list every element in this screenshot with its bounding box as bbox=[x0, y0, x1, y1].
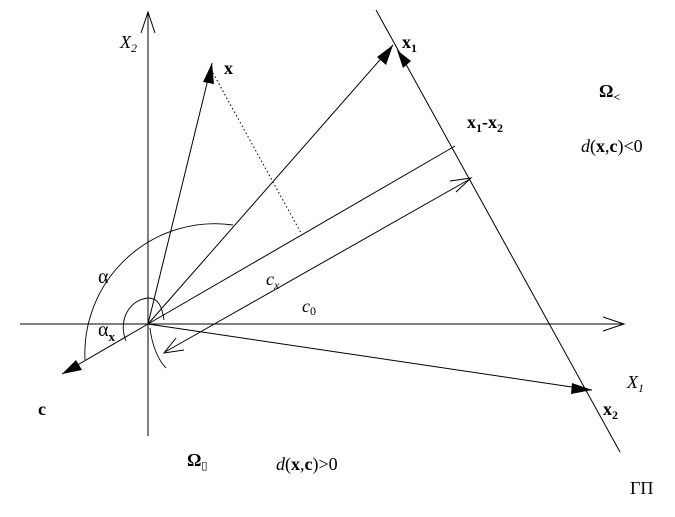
label-x1-minus-x2: x1-x2 bbox=[467, 112, 503, 135]
label-omega-gt: Ω▯ bbox=[187, 450, 207, 472]
label-omega-lt: Ω< bbox=[599, 81, 620, 104]
angle-arc-alpha-x bbox=[122, 297, 165, 342]
x1-axis-arrowhead bbox=[602, 316, 626, 332]
label-vector-x: x bbox=[224, 58, 233, 78]
c0-arrowhead-start bbox=[162, 337, 185, 354]
axis-label-x2: X2 bbox=[119, 32, 137, 55]
projection-dotted-line bbox=[212, 72, 302, 234]
vector-x2-arrowhead bbox=[571, 383, 592, 394]
vector-x bbox=[147, 62, 213, 325]
axis-label-x2-sub: 2 bbox=[131, 41, 137, 55]
label-vector-c: c bbox=[38, 399, 46, 419]
label-d-lt: d(x,c)<0 bbox=[581, 136, 643, 157]
label-vector-x2: x2 bbox=[603, 399, 618, 422]
label-c-x: cx bbox=[266, 269, 280, 292]
angle-arc-alpha bbox=[84, 223, 234, 361]
vector-x2 bbox=[147, 323, 593, 391]
label-vector-x2-sub: 2 bbox=[612, 408, 618, 422]
label-d-gt: d(x,c)>0 bbox=[276, 454, 338, 475]
hyperplane-line bbox=[375, 9, 621, 453]
hyperplane-arrowhead bbox=[397, 50, 411, 68]
c0-arrow-line bbox=[164, 178, 471, 353]
label-alpha-x: αx bbox=[98, 319, 115, 344]
vector-c-arrowhead bbox=[62, 360, 82, 374]
label-gp: ГП bbox=[630, 478, 653, 498]
axis-label-x1: X1 bbox=[626, 372, 644, 395]
label-vector-x1: x1 bbox=[402, 32, 417, 55]
axis-label-x1-sub: 1 bbox=[638, 381, 644, 395]
vector-x1 bbox=[147, 44, 394, 325]
label-vector-x1-sub: 1 bbox=[411, 41, 417, 55]
label-alpha: α bbox=[98, 266, 109, 288]
line-x1-minus-x2 bbox=[147, 145, 456, 325]
small-arc-origin bbox=[149, 327, 167, 369]
label-c-0: c0 bbox=[302, 296, 316, 318]
x2-axis-arrowhead bbox=[140, 10, 156, 34]
vector-x-arrowhead bbox=[203, 63, 214, 84]
vector-x1-arrowhead bbox=[377, 45, 393, 65]
c0-arrowhead-end bbox=[449, 177, 473, 193]
